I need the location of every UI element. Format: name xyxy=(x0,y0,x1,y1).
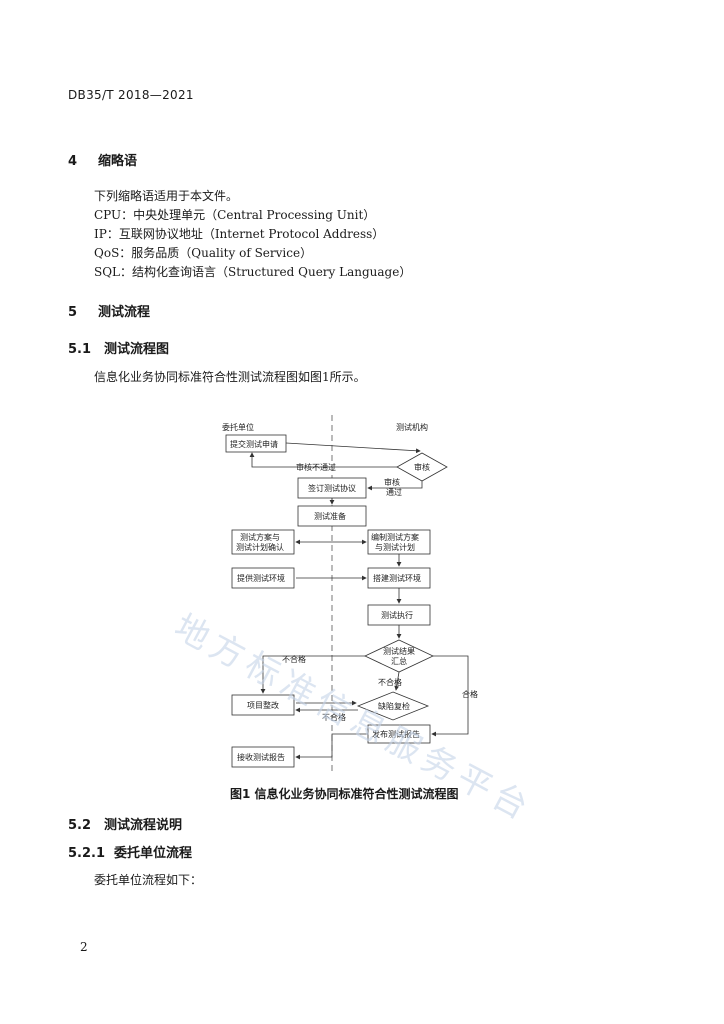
section-title: 测试流程 xyxy=(98,305,151,320)
label-publish: 发布测试报告 xyxy=(372,729,420,739)
test-flowchart: 委托单位 测试机构 提交测试申请 审核 审核不通过 审核 通过 签订测试协议 测… xyxy=(222,415,478,775)
abbrev-item: SQL：结构化查询语言（Structured Query Language） xyxy=(94,265,412,279)
label-execute: 测试执行 xyxy=(381,610,413,620)
page-number: 2 xyxy=(80,940,88,954)
label-provide-env: 提供测试环境 xyxy=(237,573,285,583)
label-fail-a: 不合格 xyxy=(282,654,306,664)
diamond-recheck xyxy=(356,691,430,721)
section-number: 5 xyxy=(68,305,78,320)
section-title: 测试流程说明 xyxy=(104,818,183,833)
label-rectify: 项目整改 xyxy=(247,700,279,710)
section-number: 4 xyxy=(68,154,78,169)
label-fail-c: 不合格 xyxy=(322,712,346,722)
section-5-1-heading: 5.1 测试流程图 xyxy=(68,338,169,357)
flow-connectors xyxy=(249,442,469,760)
section-title: 委托单位流程 xyxy=(114,846,193,861)
label-submit: 提交测试申请 xyxy=(230,439,278,449)
label-review: 审核 xyxy=(414,462,430,472)
label-prepare: 测试准备 xyxy=(314,511,346,521)
section-title: 测试流程图 xyxy=(104,342,170,357)
section-number: 5.2 xyxy=(68,818,92,833)
label-receive: 接收测试报告 xyxy=(237,752,285,762)
section-4-heading: 4 缩略语 xyxy=(68,150,137,169)
abbrev-item: CPU：中央处理单元（Central Processing Unit） xyxy=(94,208,376,222)
label-sign: 签订测试协议 xyxy=(308,483,356,493)
figure-caption: 图1 信息化业务协同标准符合性测试流程图 xyxy=(230,787,459,801)
label-build-env: 搭建测试环境 xyxy=(373,573,421,583)
section-5-heading: 5 测试流程 xyxy=(68,301,150,320)
label-confirm-1: 测试方案与 xyxy=(240,532,280,542)
label-plan-2: 与测试计划 xyxy=(375,542,415,552)
lane-label-right: 测试机构 xyxy=(396,422,428,432)
label-summary-2: 汇总 xyxy=(391,656,407,666)
label-confirm-2: 测试计划确认 xyxy=(236,542,284,552)
section-number: 5.1 xyxy=(68,342,92,357)
section-title: 缩略语 xyxy=(98,154,138,169)
label-review-pass-2: 通过 xyxy=(386,487,402,497)
box-receive xyxy=(231,746,295,768)
label-pass: 合格 xyxy=(462,689,478,699)
box-confirm xyxy=(231,529,295,555)
label-summary-1: 测试结果 xyxy=(383,646,415,656)
section-5-2-1-heading: 5.2.1 委托单位流程 xyxy=(68,842,192,861)
box-submit xyxy=(225,434,287,453)
lane-label-left: 委托单位 xyxy=(222,422,254,432)
abbrev-item: IP：互联网协议地址（Internet Protocol Address） xyxy=(94,227,385,241)
section-5-2-heading: 5.2 测试流程说明 xyxy=(68,814,182,833)
label-fail-b: 不合格 xyxy=(378,677,402,687)
label-recheck: 缺陷复检 xyxy=(378,701,410,711)
diamond-summary xyxy=(364,639,434,673)
box-prepare xyxy=(297,505,367,527)
body-text: 委托单位流程如下： xyxy=(94,873,203,887)
label-review-pass-1: 审核 xyxy=(384,477,400,487)
standard-number: DB35/T 2018—2021 xyxy=(68,88,194,102)
abbrev-item: QoS：服务品质（Quality of Service） xyxy=(94,246,313,260)
label-plan-1: 编制测试方案 xyxy=(371,532,419,542)
box-rectify xyxy=(231,694,295,716)
box-provide-env xyxy=(231,567,295,589)
figure-reference-text: 信息化业务协同标准符合性测试流程图如图1所示。 xyxy=(94,370,366,384)
abbrev-intro: 下列缩略语适用于本文件。 xyxy=(94,189,239,203)
section-number: 5.2.1 xyxy=(68,846,106,861)
